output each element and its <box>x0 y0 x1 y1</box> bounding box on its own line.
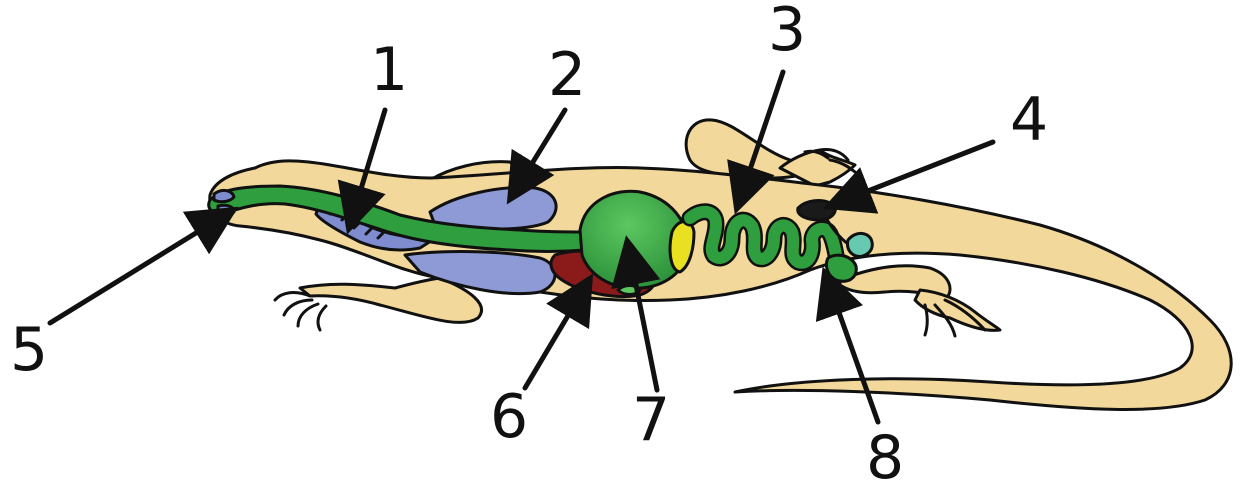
label-2: 2 <box>548 40 586 110</box>
mouth <box>214 190 234 201</box>
label-8: 8 <box>866 423 904 484</box>
cloaca <box>826 255 856 281</box>
arrow-8 <box>826 276 878 422</box>
arrow-6 <box>525 282 588 388</box>
urinary-bladder <box>847 233 872 256</box>
arrow-4 <box>832 142 993 205</box>
label-1: 1 <box>370 35 408 105</box>
label-3: 3 <box>768 0 806 65</box>
label-5: 5 <box>10 315 48 385</box>
label-4: 4 <box>1010 85 1048 155</box>
arrow-5 <box>50 212 230 323</box>
front-foot-toes <box>275 293 326 330</box>
label-7: 7 <box>632 385 670 455</box>
kidney <box>798 201 835 220</box>
label-6: 6 <box>490 382 528 452</box>
